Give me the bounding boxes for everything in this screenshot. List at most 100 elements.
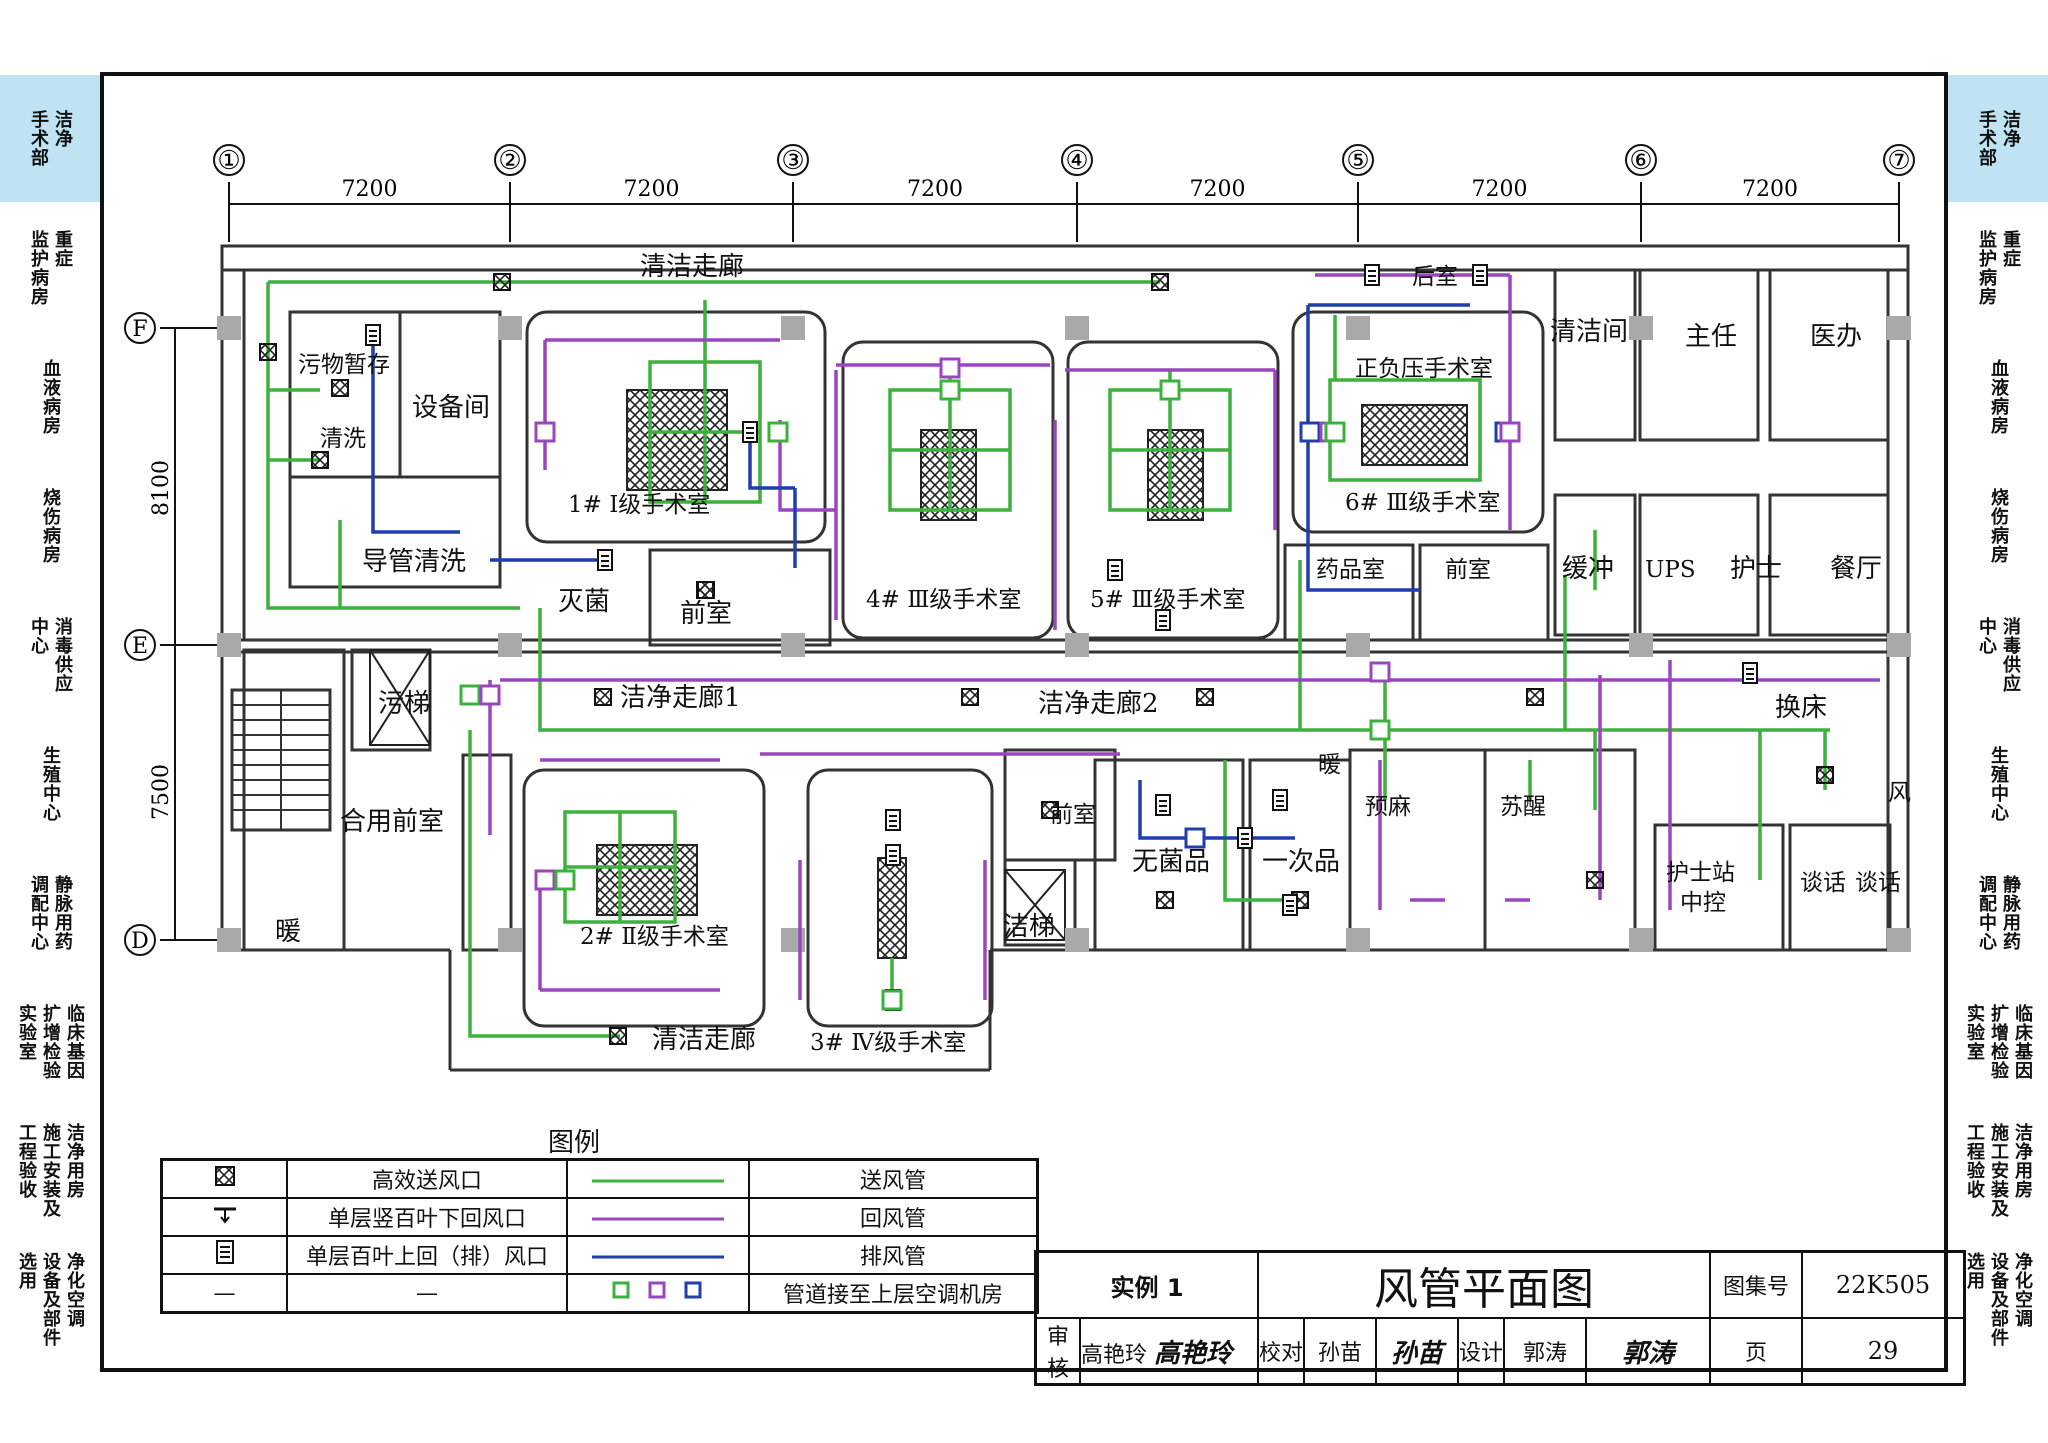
room-label-talk: 谈话	[1855, 870, 1901, 896]
riser-box	[1159, 379, 1181, 401]
side-tab-text: 监护病房	[1976, 229, 1997, 306]
structural-column	[1346, 928, 1370, 952]
hepa-symbol	[160, 1158, 288, 1199]
side-tabs-left: 洁净手术部重症监护病房血液病房烧伤病房消毒供应中心生殖中心静脉用药调配中心临床基…	[0, 75, 100, 1365]
side-tab-text: 静脉用药	[2000, 874, 2021, 951]
atlas-number: 22K505	[1801, 1250, 1966, 1319]
hepa-outlet	[331, 379, 349, 397]
side-tab-text: 生殖中心	[40, 745, 61, 822]
up-return-grille	[742, 421, 758, 443]
room-label-pre-anesthesia: 预麻	[1365, 794, 1411, 820]
side-tab-8[interactable]: 洁净用房施工安装及工程验收	[1948, 1107, 2048, 1236]
side-tab-4[interactable]: 消毒供应中心	[1948, 591, 2048, 720]
side-tab-7[interactable]: 临床基因扩增检验实验室	[1948, 978, 2048, 1107]
elevator-shafts	[369, 649, 1066, 941]
side-tab-5[interactable]: 生殖中心	[0, 720, 100, 849]
title-block: 实例 1 风管平面图 图集号 22K505 审核 高艳玲 高艳玲 校对 孙苗 孙…	[1034, 1250, 1966, 1386]
room-label-dining: 餐厅	[1830, 554, 1882, 584]
row-dim-1: 8100	[149, 460, 174, 516]
side-tab-6[interactable]: 静脉用药调配中心	[1948, 849, 2048, 978]
legend-line-sample	[566, 1235, 750, 1275]
room-label-central-control: 中控	[1680, 890, 1726, 916]
riser-box	[1369, 661, 1391, 683]
room-label-back-room: 后室	[1412, 264, 1458, 290]
room-label-nurse: 护士	[1730, 554, 1782, 584]
side-tab-text: 施工安装及	[40, 1123, 61, 1218]
side-tab-text: 洁净用房	[64, 1123, 85, 1199]
column-bubble: ②	[494, 144, 526, 176]
side-tab-1[interactable]: 重症监护病房	[0, 204, 100, 333]
side-tab-5[interactable]: 生殖中心	[1948, 720, 2048, 849]
side-tab-0[interactable]: 洁净手术部	[0, 75, 100, 204]
structural-column	[217, 316, 241, 340]
hepa-outlet	[1156, 891, 1174, 909]
structural-column	[1065, 316, 1089, 340]
up-return-grille	[1364, 264, 1380, 286]
dash-symbol: —	[160, 1273, 288, 1314]
room-label-cleaning-room: 清洁间	[1550, 317, 1628, 347]
side-tab-text: 洁净	[2000, 110, 2021, 148]
side-tab-text: 血液病房	[1988, 358, 2009, 435]
page-label: 页	[1709, 1317, 1803, 1386]
room-label-warm: 暖	[1318, 752, 1341, 778]
side-tab-9[interactable]: 净化空调设备及部件选用	[0, 1236, 100, 1365]
structural-column	[1887, 633, 1911, 657]
side-tab-3[interactable]: 烧伤病房	[0, 462, 100, 591]
structural-column	[1887, 928, 1911, 952]
row-bubble: E	[124, 629, 156, 661]
legend-row: 单层百叶上回（排）风口排风管	[160, 1235, 1039, 1275]
structural-column	[1887, 316, 1911, 340]
legend-line-sample	[566, 1273, 750, 1314]
hepa-outlet	[1041, 801, 1059, 819]
legend-label: 单层百叶上回（排）风口	[286, 1235, 568, 1275]
side-tab-1[interactable]: 重症监护病房	[1948, 204, 2048, 333]
side-tab-text: 调配中心	[28, 874, 49, 951]
side-tab-text: 手术部	[1976, 110, 1997, 167]
room-label-talk: 谈话	[1800, 870, 1846, 896]
column-dimension: 7200	[1190, 177, 1246, 202]
side-tab-8[interactable]: 洁净用房施工安装及工程验收	[0, 1107, 100, 1236]
legend-line-sample	[566, 1158, 750, 1199]
side-tab-text: 洁净用房	[2012, 1123, 2033, 1199]
reviewer-cell: 高艳玲 高艳玲	[1079, 1317, 1259, 1386]
column-number: ⑦	[1887, 146, 1910, 176]
side-tab-3[interactable]: 烧伤病房	[1948, 462, 2048, 591]
review-label: 审核	[1034, 1317, 1081, 1386]
room-label-sterilize: 灭菌	[558, 587, 610, 617]
riser-box	[479, 684, 501, 706]
column-dimension: 7200	[624, 177, 680, 202]
side-tab-2[interactable]: 血液病房	[1948, 333, 2048, 462]
drawing-frame	[100, 72, 1948, 1372]
side-tab-7[interactable]: 临床基因扩增检验实验室	[0, 978, 100, 1107]
up-return-grille	[1472, 264, 1488, 286]
legend-line-label: 回风管	[748, 1197, 1039, 1237]
side-tab-text: 临床基因	[2012, 1003, 2033, 1080]
legend-label: 单层竖百叶下回风口	[286, 1197, 568, 1237]
room-label-or5: 5# Ⅲ级手术室	[1090, 587, 1245, 613]
row-bubble: D	[124, 924, 156, 956]
side-tab-0[interactable]: 洁净手术部	[1948, 75, 2048, 204]
legend-label: —	[286, 1273, 568, 1314]
side-tab-4[interactable]: 消毒供应中心	[0, 591, 100, 720]
legend-line-label: 送风管	[748, 1158, 1039, 1199]
room-label-or6: 6# Ⅲ级手术室	[1345, 490, 1500, 516]
side-tab-text: 工程验收	[16, 1123, 37, 1199]
room-label-or4: 4# Ⅲ级手术室	[866, 587, 1021, 613]
riser-box	[939, 357, 961, 379]
hepa-outlet	[1196, 688, 1214, 706]
side-tab-text: 生殖中心	[1988, 745, 2009, 822]
column-bubble: ①	[213, 144, 245, 176]
side-tab-2[interactable]: 血液病房	[0, 333, 100, 462]
checker-name: 孙苗	[1303, 1317, 1377, 1386]
structural-column	[781, 633, 805, 657]
structural-column	[1629, 316, 1653, 340]
hepa-outlet	[594, 688, 612, 706]
side-tab-6[interactable]: 静脉用药调配中心	[0, 849, 100, 978]
hepa-outlet	[1526, 688, 1544, 706]
up-return-grilles	[365, 264, 1758, 1011]
designer-signature: 郭涛	[1585, 1317, 1711, 1386]
room-label-catheter-wash: 导管清洗	[362, 547, 466, 577]
room-label-ups: UPS	[1645, 557, 1696, 583]
